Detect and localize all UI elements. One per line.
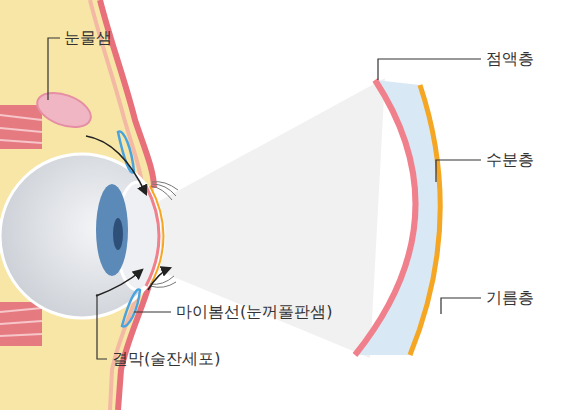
part-label: 수분층	[484, 150, 536, 170]
part-label: 결막(술잔세포)	[110, 349, 222, 369]
eyelash	[152, 182, 178, 190]
part-label: 기름층	[484, 288, 536, 308]
eyelash	[150, 282, 176, 287]
muscle	[0, 105, 42, 149]
tear-film-lipid	[150, 186, 164, 286]
eye-muscle-lower	[0, 302, 42, 346]
muscle-stripe	[0, 115, 42, 120]
meibomian-gland-upper	[118, 132, 134, 173]
leader-line	[441, 298, 481, 314]
lacrimal-gland	[33, 86, 96, 133]
muscle-stripe	[0, 128, 42, 132]
leader-line	[378, 59, 481, 80]
aqueous-layer-band	[355, 80, 440, 355]
mucin-layer-line	[355, 80, 416, 355]
tear-flow-arrow	[86, 136, 146, 194]
iris	[96, 184, 128, 276]
eyelash	[152, 184, 176, 196]
leader-line	[134, 311, 171, 312]
leader-line	[48, 38, 60, 100]
pupil	[113, 218, 123, 250]
muscle-stripe	[0, 140, 42, 143]
eyelash	[150, 276, 174, 284]
lipid-layer-line	[410, 85, 440, 355]
tear-flow-arrow	[96, 270, 142, 296]
light-cone	[152, 78, 385, 358]
part-label: 마이봄선(눈꺼풀판샘)	[174, 302, 334, 322]
muscle	[0, 302, 42, 346]
eyelashes-upper	[151, 182, 178, 200]
tear-flow-arrow	[148, 268, 170, 290]
muscle-stripe	[0, 334, 42, 336]
leader-line	[97, 294, 107, 359]
part-label: 점액층	[484, 49, 536, 69]
meibomian-gland-lower	[122, 289, 140, 326]
muscle-stripe	[0, 308, 42, 312]
eyelash	[151, 186, 172, 200]
leader-line	[436, 160, 481, 182]
part-label: 눈물샘	[62, 28, 114, 48]
eye-muscle-upper	[0, 105, 42, 149]
muscle-stripe	[0, 321, 42, 324]
leader-lines	[48, 38, 481, 359]
